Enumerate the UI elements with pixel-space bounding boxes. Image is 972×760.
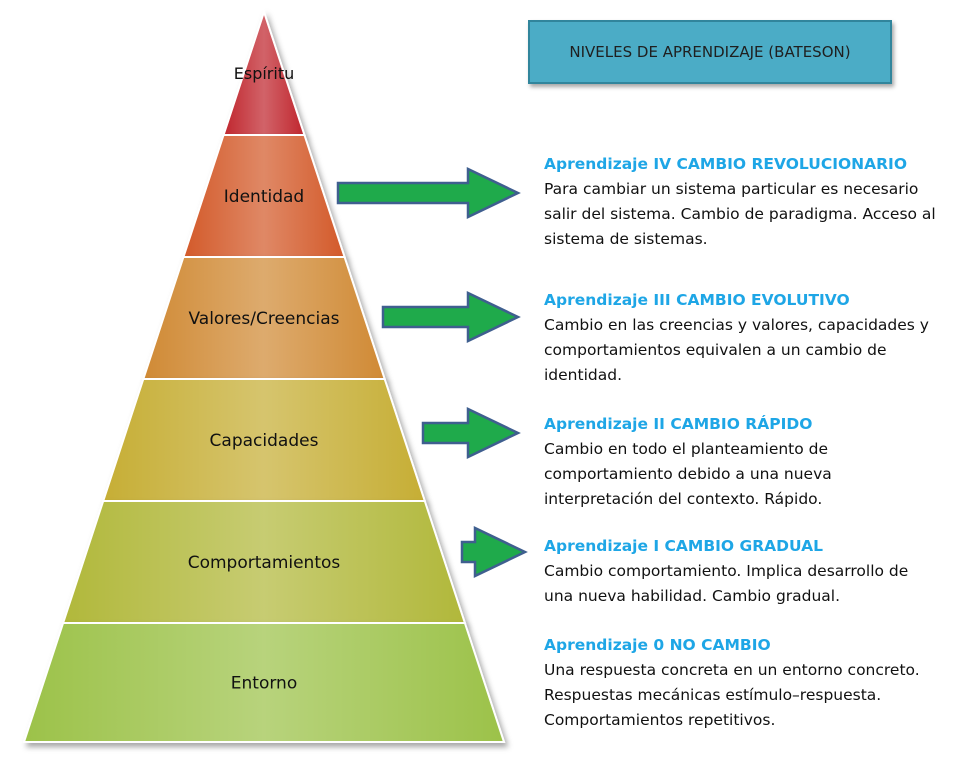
tier-sheen-valores-creencias — [143, 257, 385, 379]
tier-identidad: Identidad — [182, 134, 346, 258]
level-i-text: Aprendizaje I CAMBIO GRADUAL Cambio comp… — [544, 534, 964, 609]
level-i-description: Cambio comportamiento. Implica desarroll… — [544, 562, 909, 605]
pyramid-tiers: EspírituIdentidadValores/CreenciasCapaci… — [22, 8, 506, 743]
tier-sheen-comportamientos — [63, 501, 465, 623]
tier-valores-creencias: Valores/Creencias — [141, 256, 387, 380]
tier-label-comportamientos: Comportamientos — [188, 553, 341, 573]
diagram-title: NIVELES DE APRENDIZAJE (BATESON) — [569, 43, 851, 61]
level-iii-description: Cambio en las creencias y valores, capac… — [544, 316, 929, 384]
tier-sheen-espiritu — [223, 12, 305, 135]
arrow-comportamientos — [460, 526, 528, 578]
pyramid-arrows — [336, 167, 528, 578]
tier-label-valores-creencias: Valores/Creencias — [188, 309, 339, 329]
arrow-valores-creencias — [381, 291, 521, 343]
tier-espiritu: Espíritu — [222, 8, 306, 136]
level-ii-title: Aprendizaje II CAMBIO RÁPIDO — [544, 415, 813, 433]
level-0-text: Aprendizaje 0 NO CAMBIO Una respuesta co… — [544, 633, 964, 733]
tier-label-identidad: Identidad — [224, 187, 304, 207]
tier-label-entorno: Entorno — [231, 674, 297, 694]
level-iii-title: Aprendizaje III CAMBIO EVOLUTIVO — [544, 291, 850, 309]
tier-comportamientos: Comportamientos — [61, 500, 467, 624]
level-ii-text: Aprendizaje II CAMBIO RÁPIDO Cambio en t… — [544, 412, 964, 512]
tier-sheen-entorno — [24, 623, 504, 742]
level-iv-title: Aprendizaje IV CAMBIO REVOLUCIONARIO — [544, 155, 908, 173]
arrow-capacidades — [421, 407, 521, 459]
tier-entorno: Entorno — [22, 622, 506, 743]
arrow-identidad — [336, 167, 521, 219]
level-iii-text: Aprendizaje III CAMBIO EVOLUTIVO Cambio … — [544, 288, 964, 388]
tier-capacidades: Capacidades — [101, 378, 427, 502]
tier-label-capacidades: Capacidades — [210, 431, 319, 451]
level-iv-text: Aprendizaje IV CAMBIO REVOLUCIONARIO Par… — [544, 152, 964, 252]
tier-sheen-identidad — [183, 135, 345, 257]
tier-label-espiritu: Espíritu — [234, 64, 294, 83]
level-0-title: Aprendizaje 0 NO CAMBIO — [544, 636, 771, 654]
level-0-description: Una respuesta concreta en un entorno con… — [544, 661, 920, 729]
level-iv-description: Para cambiar un sistema particular es ne… — [544, 180, 936, 248]
tier-sheen-capacidades — [103, 379, 425, 501]
diagram-title-box: NIVELES DE APRENDIZAJE (BATESON) — [528, 20, 892, 84]
level-i-title: Aprendizaje I CAMBIO GRADUAL — [544, 537, 824, 555]
level-ii-description: Cambio en todo el planteamiento de compo… — [544, 440, 832, 508]
